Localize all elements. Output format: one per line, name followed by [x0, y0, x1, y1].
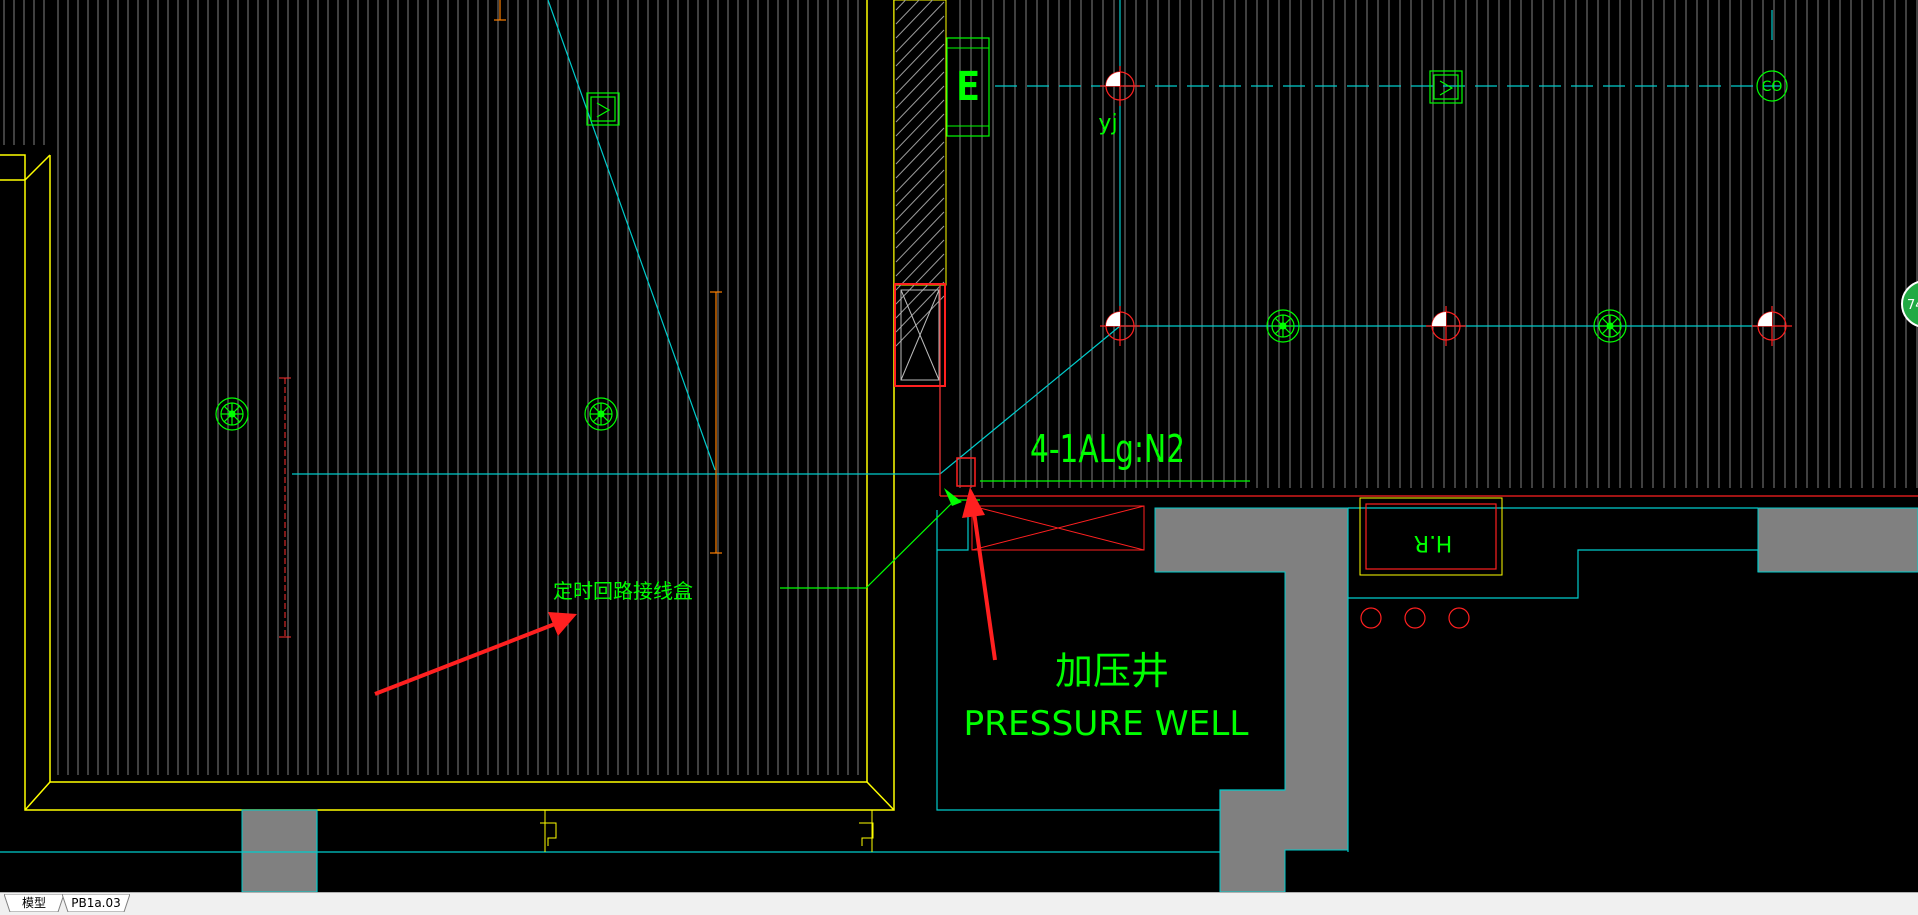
- dimension-markers: [494, 0, 722, 554]
- hr-label: H.R: [1414, 530, 1452, 555]
- green-pointer: [944, 488, 962, 506]
- wall-hatch-line: [895, 0, 934, 39]
- downlight-icon: [1426, 306, 1466, 346]
- wall-hatch-line: [895, 141, 945, 193]
- downlight-icons: [1100, 66, 1792, 346]
- wall-hatch-line: [895, 0, 920, 25]
- tab-model-shape: [4, 894, 64, 912]
- ceiling-hatch-left-room: [57, 0, 859, 775]
- side-badge-label: 74: [1907, 298, 1918, 313]
- sensor-box-left: [586, 92, 620, 126]
- equipment-e-symbol: E: [956, 64, 980, 110]
- wall-hatch-line: [895, 43, 945, 95]
- fan-icon: [584, 397, 618, 431]
- layout-tab-bar: 模型 PB1a.03: [0, 892, 1918, 915]
- wall-hatch-line: [895, 113, 945, 165]
- wall-hatch-line: [895, 1, 945, 53]
- yj-label: yj: [1098, 111, 1117, 136]
- red-dimension: [279, 377, 291, 638]
- equipment-panel: [946, 37, 990, 137]
- cad-drawing-canvas[interactable]: E CO 4-1ALg:N2 yj 加压井 PRESSURE WELL 定时回路…: [0, 0, 1918, 892]
- annotation-arrow-left: [374, 612, 577, 696]
- wall-hatch-line: [895, 169, 945, 221]
- wall-hatch-line: [895, 253, 945, 305]
- annotation-arrow-right: [962, 487, 997, 661]
- fan-icon: [215, 397, 249, 431]
- fan-icon: [1266, 309, 1300, 343]
- tab-layout-pb1a03[interactable]: PB1a.03: [62, 894, 130, 912]
- co-detector: [1756, 70, 1788, 102]
- wall-hatch-line: [895, 197, 945, 249]
- wall-hatch-line: [895, 239, 945, 291]
- fan-icons: [215, 309, 1627, 431]
- pressure-well-en: PRESSURE WELL: [964, 704, 1249, 744]
- wall-panel-x: [894, 283, 946, 387]
- tab-model[interactable]: 模型: [4, 894, 64, 912]
- pressure-well-cn: 加压井: [1055, 649, 1169, 693]
- hr-box: [1359, 497, 1503, 576]
- tab-layout-shape: [62, 894, 130, 912]
- wall-hatch-line: [895, 127, 945, 179]
- small-red-circles: [1360, 607, 1470, 629]
- wall-hatch-line: [895, 71, 945, 123]
- wall-hatch-line: [895, 85, 945, 137]
- fan-icon: [1593, 309, 1627, 343]
- junction-box: [956, 457, 976, 487]
- left-room-walls: [0, 0, 895, 811]
- wall-hatch-line: [895, 0, 907, 11]
- wall-hatch-line: [895, 155, 945, 207]
- wall-column: [893, 0, 947, 347]
- ceiling-hatch-top-left: [3, 0, 45, 145]
- wall-hatch-line: [895, 183, 945, 235]
- side-badge[interactable]: [1901, 281, 1918, 327]
- wall-hatch-line: [895, 15, 945, 67]
- wall-hatch-line: [895, 99, 945, 151]
- timer-box-label: 定时回路接线盒: [553, 579, 693, 603]
- downlight-icon: [1100, 66, 1140, 106]
- wall-hatch-line: [895, 211, 945, 263]
- tab-model-label: 模型: [21, 896, 46, 910]
- wall-hatch-line: [895, 295, 945, 347]
- wall-hatch-line: [895, 267, 945, 319]
- wall-hatch-line: [895, 57, 945, 109]
- wall-hatch-line: [895, 225, 945, 277]
- damper-box: [971, 505, 1145, 551]
- structural-slabs: [241, 507, 1918, 892]
- downlight-icon: [1100, 306, 1140, 346]
- downlight-icon: [1752, 306, 1792, 346]
- sensor-box-right: [1429, 70, 1463, 104]
- co-label: CO: [1762, 79, 1783, 95]
- door-symbols: [540, 810, 874, 852]
- wall-hatch-line: [895, 29, 945, 81]
- tab-layout-label: PB1a.03: [71, 896, 121, 910]
- circuit-label: 4-1ALg:N2: [1030, 427, 1185, 471]
- red-boundary: [939, 285, 1918, 497]
